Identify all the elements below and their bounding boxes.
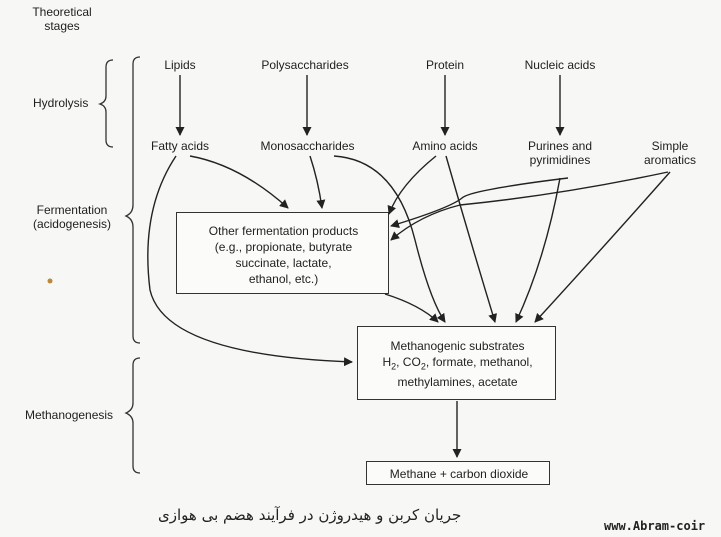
fermentation-products-box: Other fermentation products (e.g., propi… — [176, 212, 389, 294]
formula-co: , CO — [396, 355, 421, 369]
product-monosaccharides: Monosaccharides — [260, 139, 355, 153]
persian-caption: جریان کربن و هیدروژن در فرآیند هضم بی هو… — [158, 506, 462, 524]
arrow-mono-to-methanogenic — [333, 155, 446, 323]
stage-methanogenesis: Methanogenesis — [25, 408, 114, 422]
methane-co2-box: Methane + carbon dioxide — [366, 461, 550, 485]
header-line-1: Theoretical — [32, 5, 92, 19]
formula-sub-1: 2 — [391, 361, 397, 372]
fermentation-box-line-3: succinate, lactate, — [235, 256, 332, 270]
aromatics-line-2: aromatics — [643, 153, 696, 167]
substrate-polysaccharides: Polysaccharides — [261, 58, 349, 72]
arrow-amino-to-fermentation — [387, 155, 437, 215]
header-line-2: stages — [44, 19, 80, 33]
arrow-purines-to-fermentation — [390, 177, 569, 228]
website-watermark: www.Abram-coir — [604, 519, 706, 533]
arrow-aromatics-to-fermentation — [390, 171, 669, 241]
bracket-fermentation — [124, 56, 141, 344]
theoretical-stages-header: Theoretical stages — [22, 5, 102, 33]
arrow-mono-to-fermentation — [309, 155, 326, 209]
arrow-aromatics-to-methanogenic — [534, 171, 671, 323]
aromatics-line-1: Simple — [651, 139, 689, 153]
purines-line-1: Purines and — [527, 139, 593, 153]
fermentation-box-line-1: Other fermentation products — [208, 224, 359, 238]
bracket-hydrolysis — [97, 59, 114, 148]
fermentation-line-2: (acidogenesis) — [32, 217, 112, 231]
fermentation-box-text: Other fermentation products (e.g., propi… — [177, 223, 390, 287]
product-fatty-acids: Fatty acids — [150, 139, 210, 153]
stray-mark — [47, 278, 53, 284]
formula-rest: , formate, methanol, — [425, 355, 533, 369]
methanogenic-substrates-box: Methanogenic substrates H2, CO2, formate… — [357, 326, 556, 400]
arrow-purines-to-methanogenic — [515, 177, 561, 323]
methanogenic-box-line-3: methylamines, acetate — [397, 375, 518, 390]
arrow-amino-to-methanogenic — [445, 155, 497, 323]
fermentation-box-line-4: ethanol, etc.) — [248, 272, 319, 286]
stage-fermentation: Fermentation (acidogenesis) — [22, 203, 122, 231]
fermentation-line-1: Fermentation — [36, 203, 108, 217]
bracket-methanogenesis — [124, 357, 141, 474]
fermentation-box-line-2: (e.g., propionate, butyrate — [214, 240, 353, 254]
formula-h: H — [382, 355, 392, 369]
formula-sub-2: 2 — [420, 361, 426, 372]
product-purines-pyrimidines: Purines and pyrimidines — [510, 139, 610, 167]
arrow-fatty-to-fermentation — [189, 155, 289, 209]
product-amino-acids: Amino acids — [412, 139, 478, 153]
methanogenic-box-line-1: Methanogenic substrates — [390, 339, 525, 353]
substrate-lipids: Lipids — [164, 58, 196, 72]
methane-co2-label: Methane + carbon dioxide — [389, 467, 529, 481]
arrow-fermentation-to-methanogenic — [384, 293, 439, 323]
methanogenic-box-text: Methanogenic substrates H2, CO2, formate… — [358, 338, 557, 390]
substrate-protein: Protein — [425, 58, 465, 72]
product-simple-aromatics: Simple aromatics — [630, 139, 710, 167]
substrate-nucleic-acids: Nucleic acids — [524, 58, 596, 72]
methanogenic-box-line-2: H2, CO2, formate, methanol, — [358, 354, 557, 374]
purines-line-2: pyrimidines — [529, 153, 591, 167]
arrow-fatty-to-methanogenic — [147, 155, 353, 367]
stage-hydrolysis: Hydrolysis — [33, 96, 89, 110]
